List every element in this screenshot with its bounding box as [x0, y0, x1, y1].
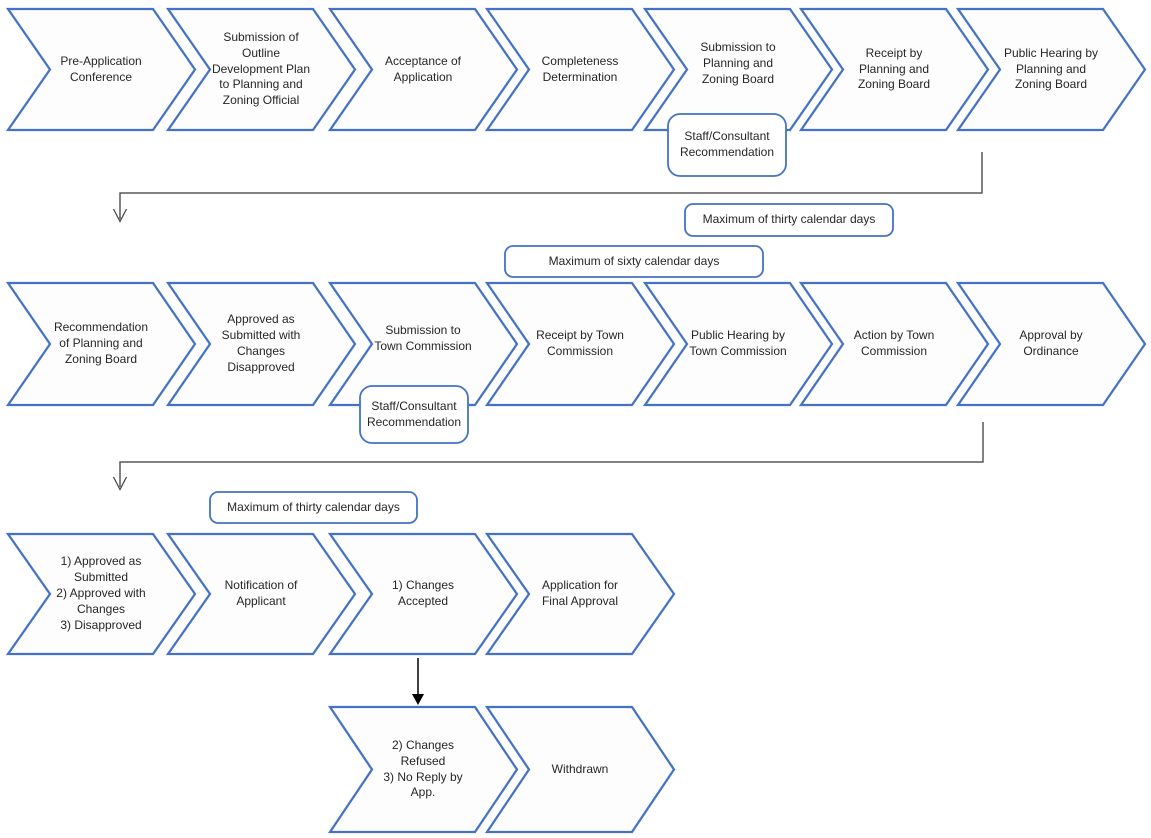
chevron-completeness-determination [484, 7, 676, 132]
chevron-public-hearing-pz-board [955, 7, 1147, 132]
chevron-action-by-town-commission [798, 281, 990, 407]
chevron-approved-submitted-changes-disapproved [165, 281, 357, 407]
chevron-changes-accepted [327, 532, 519, 656]
chevron-withdrawn [484, 705, 676, 834]
chevron-public-hearing-town-commission [642, 281, 834, 407]
arrow-down-open-icon [112, 208, 128, 223]
callout-box-max-sixty-days [504, 245, 764, 278]
chevron-acceptance-of-application [327, 7, 519, 132]
chevron-recommendation-of-pz-board [5, 281, 197, 407]
callout-box-staff-recommendation-2 [359, 385, 469, 444]
chevron-submission-to-town-commission [327, 281, 519, 407]
arrow-down-open-icon [112, 476, 128, 491]
chevron-receipt-by-town-commission [484, 281, 676, 407]
chevron-submission-outline-development-plan [165, 7, 357, 132]
chevron-pre-application-conference [5, 7, 197, 132]
chevron-receipt-by-pz-board [798, 7, 990, 132]
chevron-application-final-approval [484, 532, 676, 656]
connector-row2-to-row3 [119, 422, 984, 487]
callout-box-staff-recommendation-1 [667, 113, 787, 177]
chevron-approved-options [5, 532, 197, 656]
chevron-changes-refused-no-reply [327, 705, 519, 834]
chevron-notification-of-applicant [165, 532, 357, 656]
chevron-approval-by-ordinance [955, 281, 1147, 407]
connector-row1-to-row2 [119, 152, 983, 219]
callout-box-max-thirty-days-2 [209, 491, 418, 524]
chevron-submission-to-pz-board [642, 7, 834, 132]
arrow-down-filled-icon [412, 694, 424, 705]
callout-box-max-thirty-days-1 [684, 203, 894, 237]
